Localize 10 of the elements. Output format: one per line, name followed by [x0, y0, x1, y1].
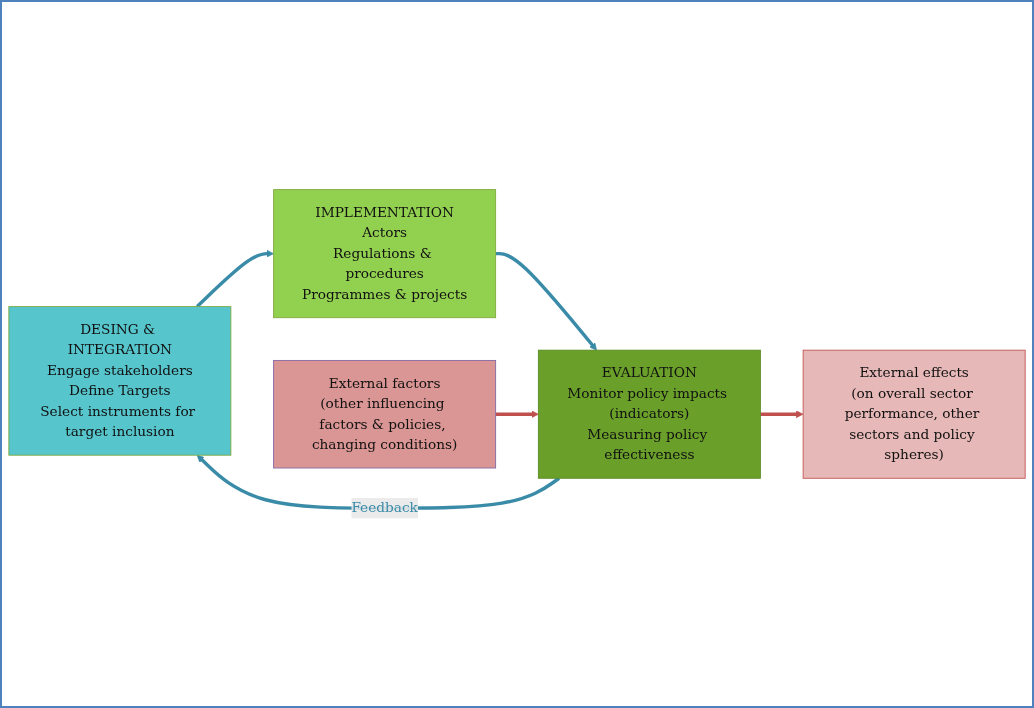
arrow — [195, 249, 274, 308]
arrow — [760, 410, 804, 418]
node-box: IMPLEMENTATION Actors Regulations & procedures Programmes & projects — [273, 189, 497, 319]
node-box: DESING & INTEGRATION Engage stakeholders Define Targets Select instruments for target inclusion — [8, 306, 232, 456]
arrow — [495, 251, 597, 351]
arrow — [495, 410, 539, 418]
edge-label: Feedback — [351, 499, 418, 516]
node-box: EVALUATION Monitor policy impacts (indicators) Measuring policy effectiveness — [537, 349, 761, 479]
node-box: External effects (on overall sector performance, other sectors and policy spheres) — [802, 349, 1026, 479]
node-box: External factors (other influencing factors & policies, changing conditions) — [273, 360, 497, 469]
